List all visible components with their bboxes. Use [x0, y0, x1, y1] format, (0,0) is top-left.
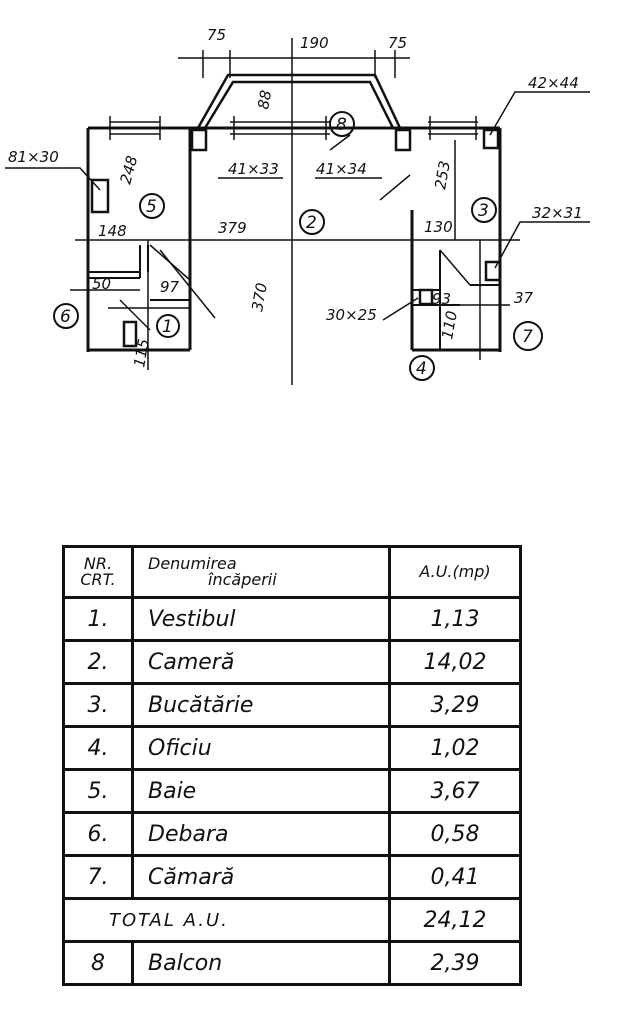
dim-vestibul-height: 115 — [130, 337, 153, 368]
dim-balcony-depth: 88 — [254, 89, 275, 111]
row-name: Cameră — [131, 639, 391, 685]
row-area: 1,02 — [388, 725, 522, 771]
dim-oficiu-width: 93 — [432, 290, 451, 308]
table-row: 3. Bucătărie 3,29 — [62, 682, 522, 728]
callout-kitchen-niche: 32×31 — [532, 204, 583, 222]
row-area: 3,67 — [388, 768, 522, 814]
dim-kitchen-width: 130 — [424, 218, 453, 236]
row-nr: 2. — [62, 639, 134, 685]
room-marker-2: 2 — [299, 209, 325, 235]
callout-room-window-right: 41×34 — [316, 160, 367, 178]
table-row: 2. Cameră 14,02 — [62, 639, 522, 685]
total-area: 24,12 — [388, 897, 522, 943]
dim-oficiu-height: 110 — [438, 309, 461, 340]
header-area: A.U.(mp) — [388, 545, 522, 599]
row-nr: 7. — [62, 854, 134, 900]
room-marker-4: 4 — [409, 355, 435, 381]
table-row: 7. Cămară 0,41 — [62, 854, 522, 900]
dim-bath-height: 248 — [116, 154, 141, 186]
dim-top-left: 75 — [207, 26, 226, 44]
window-marks — [109, 116, 478, 140]
dim-room-width: 379 — [218, 219, 247, 237]
row-nr: 4. — [62, 725, 134, 771]
balcony-name: Balcon — [131, 940, 391, 986]
row-area: 0,41 — [388, 854, 522, 900]
svg-text:3: 3 — [478, 201, 489, 221]
svg-text:1: 1 — [162, 317, 173, 337]
header-nr: NR. CRT. — [62, 545, 134, 599]
row-name: Debara — [131, 811, 391, 857]
svg-text:2: 2 — [306, 213, 317, 233]
table-row: 1. Vestibul 1,13 — [62, 596, 522, 642]
row-nr: 6. — [62, 811, 134, 857]
row-area: 1,13 — [388, 596, 522, 642]
callout-kitchen-window: 42×44 — [528, 74, 579, 92]
callout-room-window-left: 41×33 — [228, 160, 279, 178]
niche-boxes — [90, 128, 502, 348]
callout-oficiu-niche: 30×25 — [326, 306, 377, 324]
row-name: Oficiu — [131, 725, 391, 771]
table-total-row: TOTAL A.U. 24,12 — [62, 897, 522, 943]
balcony-area: 2,39 — [388, 940, 522, 986]
dim-left-strip: 148 — [98, 222, 127, 240]
axis-lines — [70, 38, 520, 385]
balcony-nr: 8 — [62, 940, 134, 986]
table-row: 6. Debara 0,58 — [62, 811, 522, 857]
room-areas-table: NR. CRT. Denumirea încăperii A.U.(mp) 1.… — [62, 545, 522, 986]
row-name: Bucătărie — [131, 682, 391, 728]
row-name: Cămară — [131, 854, 391, 900]
row-nr: 1. — [62, 596, 134, 642]
svg-text:5: 5 — [146, 197, 157, 217]
room-marker-8: 8 — [329, 111, 355, 137]
dim-kitchen-height: 253 — [431, 159, 454, 190]
row-area: 14,02 — [388, 639, 522, 685]
leader-lines — [5, 91, 590, 321]
table-row: 4. Oficiu 1,02 — [62, 725, 522, 771]
dim-debara-width: 50 — [92, 275, 111, 293]
table-row: 5. Baie 3,67 — [62, 768, 522, 814]
total-label: TOTAL A.U. — [62, 897, 391, 943]
header-name: Denumirea încăperii — [131, 545, 391, 599]
dim-room-height: 370 — [248, 281, 271, 312]
svg-text:7: 7 — [522, 327, 533, 347]
svg-text:4: 4 — [416, 359, 427, 379]
room-marker-5: 5 — [139, 193, 165, 219]
row-name: Vestibul — [131, 596, 391, 642]
dim-vestibul-width: 97 — [160, 278, 180, 296]
svg-text:6: 6 — [60, 307, 71, 327]
row-nr: 5. — [62, 768, 134, 814]
dim-top-middle: 190 — [300, 34, 329, 52]
row-area: 0,58 — [388, 811, 522, 857]
balcony-outline — [196, 73, 402, 129]
row-nr: 3. — [62, 682, 134, 728]
table-header-row: NR. CRT. Denumirea încăperii A.U.(mp) — [62, 545, 522, 599]
row-name: Baie — [131, 768, 391, 814]
svg-text:8: 8 — [336, 115, 347, 135]
row-area: 3,29 — [388, 682, 522, 728]
room-marker-3: 3 — [471, 197, 497, 223]
room-marker-7: 7 — [513, 321, 543, 351]
room-marker-6: 6 — [53, 303, 79, 329]
table-balcony-row: 8 Balcon 2,39 — [62, 940, 522, 986]
callout-bath-window: 81×30 — [8, 148, 59, 166]
room-marker-1: 1 — [156, 314, 180, 338]
floor-plan-drawing: 75 190 75 88 248 379 370 148 130 253 50 … — [5, 26, 590, 385]
dim-camara-width: 37 — [514, 289, 534, 307]
dim-top-right: 75 — [388, 34, 407, 52]
